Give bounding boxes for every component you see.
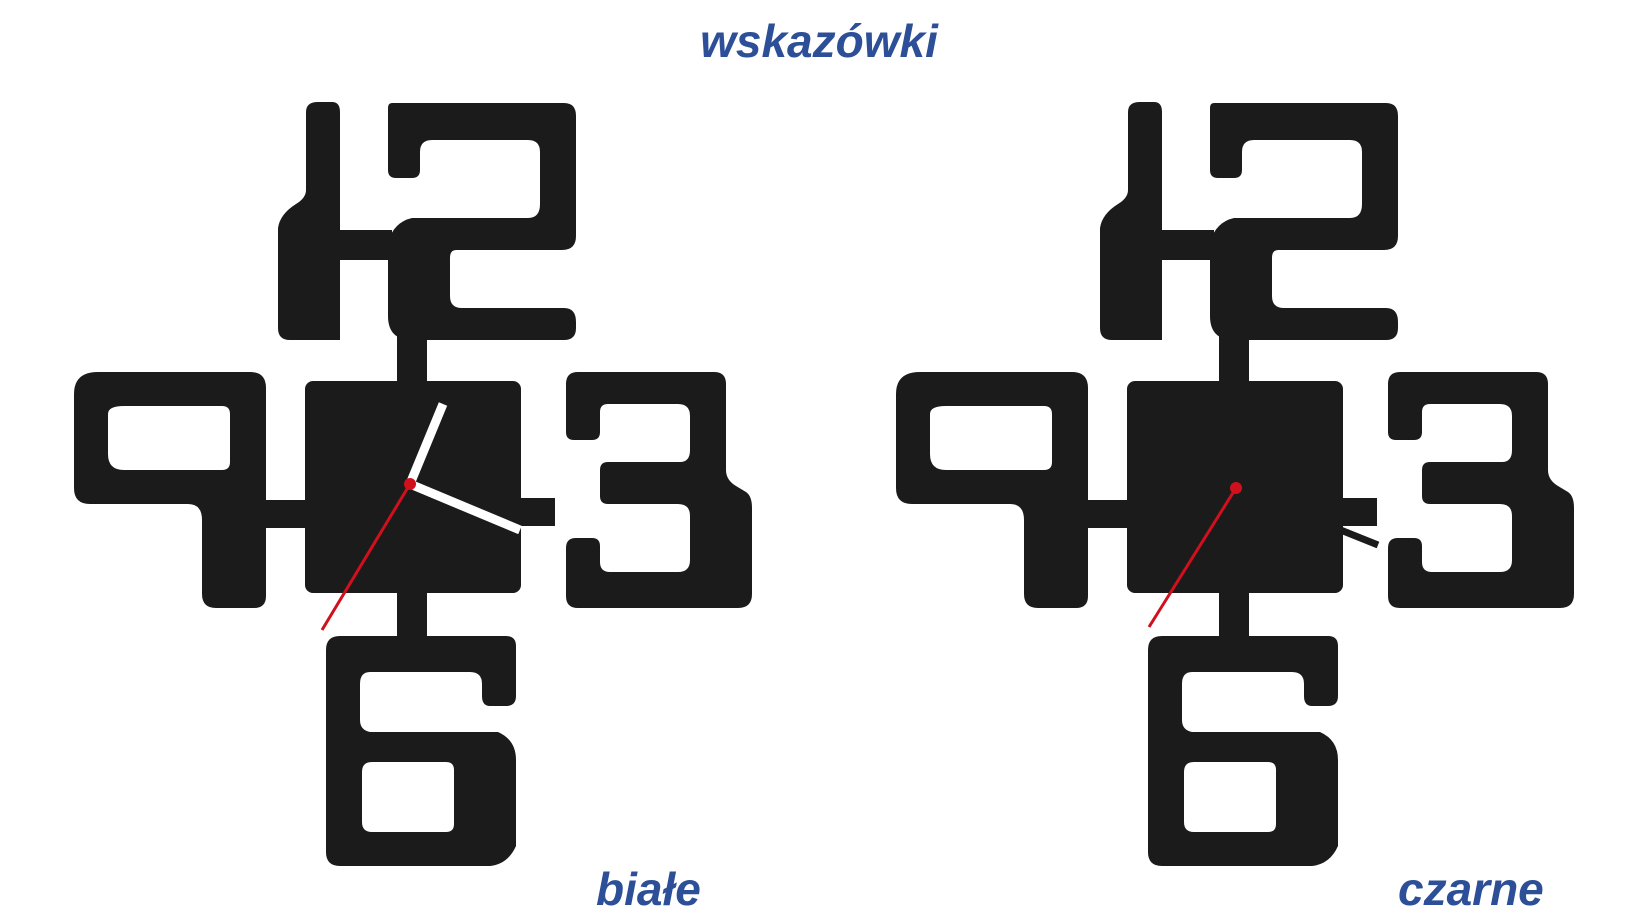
minute-hand — [408, 479, 522, 535]
clock-white-hands — [74, 102, 752, 866]
hour-hand — [1231, 406, 1272, 490]
clock-black-hands — [822, 0, 1638, 919]
minute-hand — [1234, 484, 1380, 549]
center-pin — [1230, 482, 1242, 494]
second-hand — [320, 483, 412, 631]
clock-graphic-black — [896, 102, 1574, 866]
second-hand — [1147, 487, 1238, 628]
clock-graphic-white — [74, 102, 752, 866]
variant-label-black: czarne — [1398, 863, 1544, 915]
variant-label-white: białe — [596, 863, 701, 915]
center-pin — [404, 478, 416, 490]
hour-hand — [405, 402, 448, 486]
page-title: wskazówki — [700, 15, 938, 67]
